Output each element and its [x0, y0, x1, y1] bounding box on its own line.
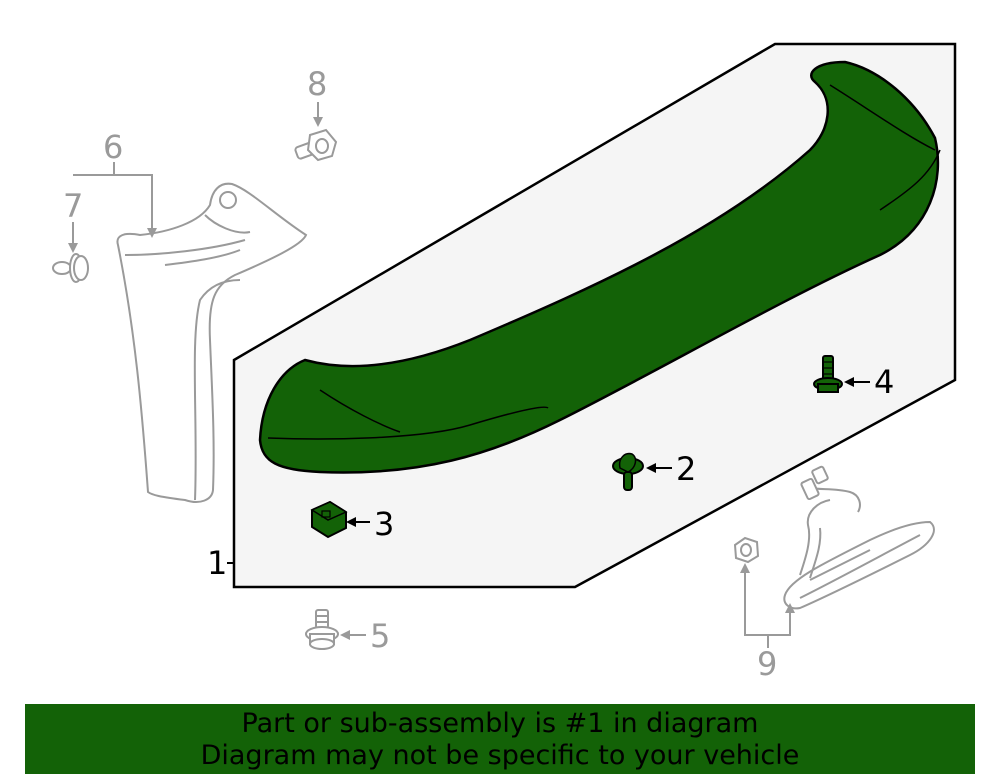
arrowhead-6	[147, 228, 157, 238]
callout-7: 7	[63, 187, 83, 225]
callout-6: 6	[103, 128, 123, 166]
stop-lamp-part[interactable]	[783, 465, 935, 610]
nut-part-9[interactable]	[733, 536, 760, 564]
callout-9: 9	[757, 645, 777, 683]
callout-1: 1	[207, 544, 227, 582]
clip-part-7[interactable]	[52, 253, 89, 283]
push-clip-part[interactable]	[612, 452, 644, 491]
callout-bracket-9	[744, 570, 791, 636]
arrowhead-8	[313, 117, 323, 127]
side-garnish-part[interactable]	[116, 182, 308, 503]
bolt-part[interactable]	[813, 355, 843, 393]
spoiler-part[interactable]	[258, 60, 941, 474]
arrowhead-4	[844, 377, 854, 387]
parts-diagram: 1 2 3 4 5 6 7 8 9	[52, 42, 957, 683]
arrowhead-7	[68, 243, 78, 253]
banner-line-1: Part or sub-assembly is #1 in diagram	[241, 708, 759, 739]
callout-2: 2	[676, 450, 696, 488]
callout-4: 4	[874, 363, 894, 401]
retainer-part[interactable]	[310, 500, 348, 539]
arrowhead-2	[646, 463, 656, 473]
arrowhead-5	[340, 630, 350, 640]
bolt-part-5[interactable]	[305, 609, 339, 650]
callout-8: 8	[307, 65, 327, 103]
callout-bracket-6	[73, 174, 153, 232]
arrowhead-9a	[740, 563, 750, 573]
callout-3: 3	[374, 505, 394, 543]
info-banner: Part or sub-assembly is #1 in diagram Di…	[25, 704, 975, 774]
banner-line-2: Diagram may not be specific to your vehi…	[200, 740, 800, 771]
bolt-part-8[interactable]	[294, 128, 338, 162]
callout-5: 5	[370, 617, 390, 655]
arrowhead-9b	[785, 603, 795, 613]
arrowhead-3	[346, 517, 356, 527]
